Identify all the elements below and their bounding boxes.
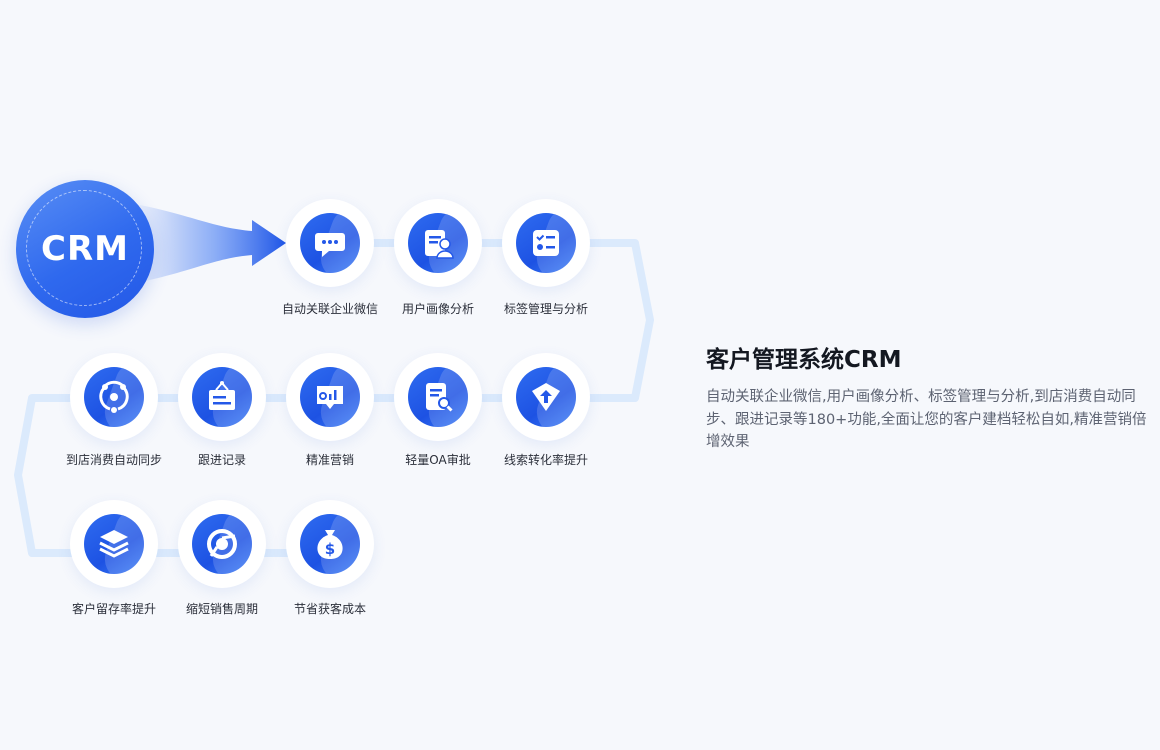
node-lead-conversion	[502, 353, 590, 441]
node-label: 自动关联企业微信	[281, 302, 378, 316]
node-label: 标签管理与分析	[503, 302, 588, 316]
page-description: 自动关联企业微信,用户画像分析、标签管理与分析,到店消费自动同步、跟进记录等18…	[706, 389, 1147, 450]
crm-badge: CRM	[16, 180, 154, 318]
notice-board-icon	[209, 381, 235, 410]
user-profile-icon	[425, 230, 454, 259]
dollar-coin-icon: $	[317, 530, 343, 559]
node-label: 缩短销售周期	[185, 602, 258, 616]
node-store-sync	[70, 353, 158, 441]
upload-arrow-icon	[532, 383, 560, 411]
node-oa-approval	[394, 353, 482, 441]
layers-icon	[99, 530, 129, 558]
chat-bubble-icon	[315, 233, 345, 257]
node-tag-management	[502, 199, 590, 287]
node-follow-up	[178, 353, 266, 441]
chart-tag-icon	[317, 386, 343, 409]
page-title: 客户管理系统CRM	[706, 347, 902, 373]
node-label: 用户画像分析	[401, 302, 474, 316]
node-label: 节省获客成本	[293, 602, 366, 616]
svg-text:$: $	[325, 540, 335, 558]
node-precision-marketing	[286, 353, 374, 441]
node-label: 精准营销	[305, 453, 354, 467]
node-label: 跟进记录	[197, 453, 246, 467]
node-label: 轻量OA审批	[405, 453, 471, 467]
node-sales-cycle	[178, 500, 266, 588]
node-retention	[70, 500, 158, 588]
node-wechat	[286, 199, 374, 287]
node-label: 到店消费自动同步	[65, 453, 162, 467]
node-label: 客户留存率提升	[71, 602, 156, 616]
node-user-profile	[394, 199, 482, 287]
crm-badge-label: CRM	[41, 229, 129, 269]
sync-share-icon	[99, 380, 129, 413]
node-acquisition-cost: $	[286, 500, 374, 588]
crm-badge-ring	[26, 190, 142, 306]
checklist-icon	[533, 230, 559, 256]
node-label: 线索转化率提升	[503, 453, 588, 467]
document-search-icon	[426, 383, 453, 412]
cycle-icon	[207, 529, 237, 559]
